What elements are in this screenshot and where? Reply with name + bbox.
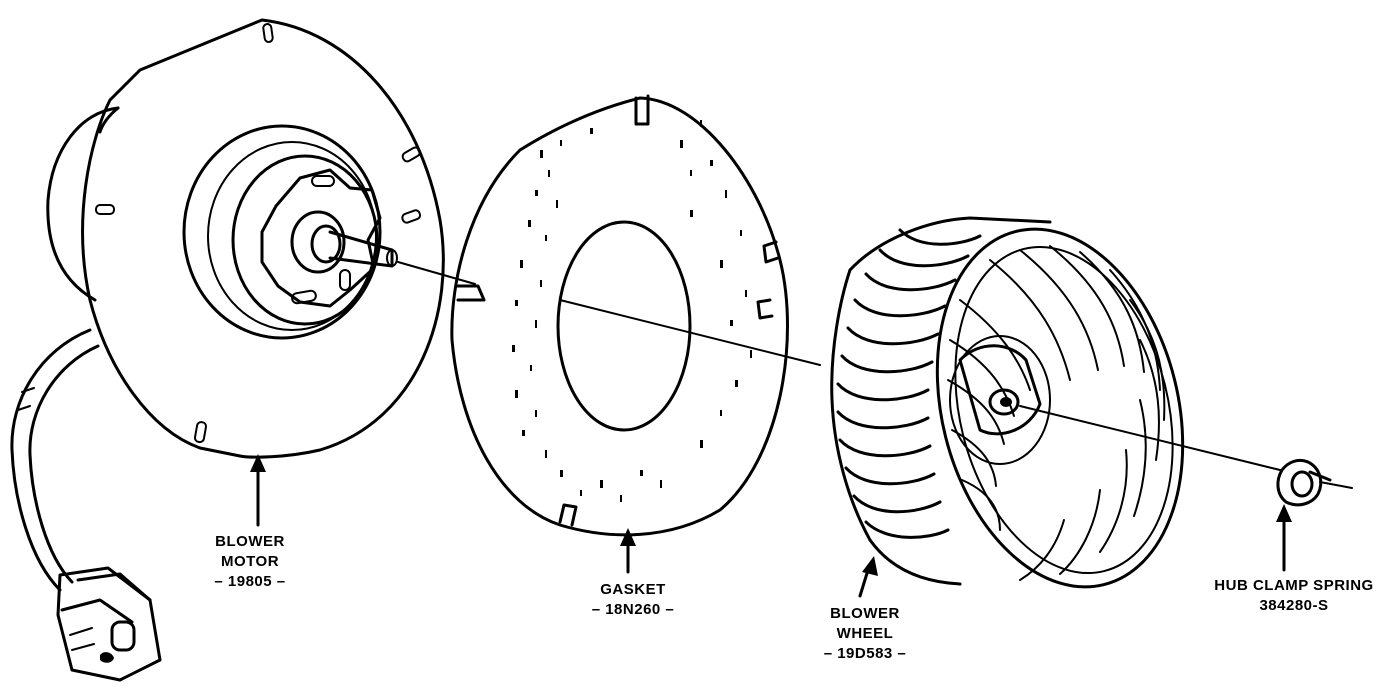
blower-motor-illustration [10, 18, 445, 682]
label-gasket: GASKET – 18N260 – [578, 580, 688, 620]
blower-motor-name-line-1: BLOWER [215, 533, 285, 550]
hub-clamp-spring-name-line-1: HUB CLAMP SPRING [1214, 577, 1374, 594]
gasket-illustration [450, 94, 789, 537]
gasket-texture [512, 120, 752, 502]
blower-wheel-name-line-1: BLOWER [830, 605, 900, 622]
label-blower-motor: BLOWER MOTOR – 19805 – [200, 532, 300, 592]
gasket-name-line-1: GASKET [600, 581, 666, 598]
leader-arrows [250, 454, 1292, 598]
hub-clamp-spring-part-number: 384280-S [1259, 597, 1329, 614]
hub-clamp-spring-illustration [1276, 458, 1332, 507]
blower-wheel-illustration [830, 216, 1185, 589]
blower-wheel-name-line-2: WHEEL [836, 625, 894, 642]
gasket-part-number: – 18N260 – [591, 601, 675, 618]
wheel-blades [836, 228, 982, 539]
blower-motor-part-number: – 19805 – [214, 573, 286, 590]
blower-motor-name-line-2: MOTOR [220, 553, 280, 570]
blower-wheel-part-number: – 19D583 – [823, 645, 907, 662]
label-blower-wheel: BLOWER WHEEL – 19D583 – [810, 604, 920, 664]
label-hub-clamp-spring: HUB CLAMP SPRING 384280-S [1196, 576, 1392, 616]
assembly-axis-line [397, 261, 1353, 489]
wheel-inner-blades [947, 245, 1166, 581]
